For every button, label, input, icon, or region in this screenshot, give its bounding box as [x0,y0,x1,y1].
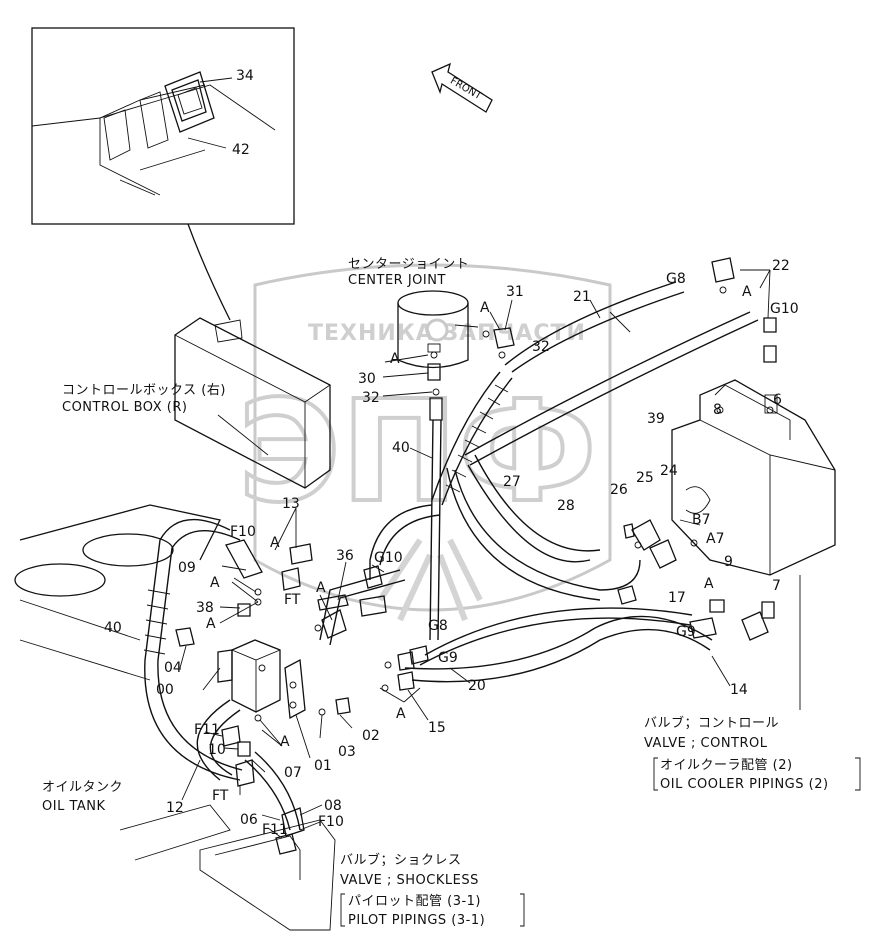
callout-A7: A7 [706,531,724,547]
valve-control-jp: バルブ；コントロール [644,715,779,731]
callout-25: 25 [636,470,654,486]
callout-F11b: F11 [262,822,288,838]
callout-FT-b: FT [212,788,229,804]
callout-B7: B7 [692,512,711,528]
callout-30: 30 [358,371,376,387]
callout-G10-mid: G10 [374,550,403,566]
callout-A-01: A [280,734,290,750]
callout-24: 24 [660,463,678,479]
callout-17: 17 [668,590,686,606]
callout-08: 08 [324,798,342,814]
callout-21: 21 [573,289,591,305]
callout-13: 13 [282,496,300,512]
callout-15: 15 [428,720,446,736]
control-box-jp: コントロールボックス (右) [62,383,226,398]
control-valve [671,379,836,710]
callout-F10a: F10 [230,524,256,540]
callout-22: 22 [772,258,790,274]
pilot-jp: パイロット配管 (3-1) [348,894,481,909]
callout-F10b: F10 [318,814,344,830]
callout-8: 8 [713,402,722,418]
callout-27: 27 [503,474,521,490]
rocker-switch-icon [164,71,215,133]
callout-34: 34 [236,68,254,84]
center-joint-en: CENTER JOINT [348,273,446,288]
callout-03: 03 [338,744,356,760]
callout-FT-a: FT [284,592,301,608]
callout-A-36: A [316,580,326,596]
callout-G10-top: G10 [770,301,799,317]
fittings-right [617,257,777,641]
watermark: ТЕХНИКА ЗАПЧАСТИ ЭПФ [236,263,612,622]
oil-tank-en: OIL TANK [42,799,106,814]
center-joint-jp: センタージョイント [348,257,469,272]
callout-01: 01 [314,758,332,774]
control-switch-inset: 34 42 [31,27,295,321]
callout-09: 09 [178,560,196,576]
hoses [319,281,759,683]
control-box [174,317,331,489]
fittings-30-32 [382,299,515,421]
callout-G8-mid: G8 [428,618,448,634]
callout-G9-mid: G9 [438,650,458,666]
callout-07: 07 [284,765,302,781]
oil-cooler-jp: オイルクーラ配管 (2) [660,758,793,773]
shockless-valve-block [175,539,429,931]
callout-40b: 40 [104,620,122,636]
callout-00: 00 [156,682,174,698]
callout-A-30: A [390,351,400,367]
callout-12: 12 [166,800,184,816]
oil-cooler-en: OIL COOLER PIPINGS (2) [660,777,829,792]
callout-A-31: A [480,300,490,316]
callout-32b: 32 [362,390,380,406]
callout-A-09: A [210,575,220,591]
callout-31: 31 [506,284,524,300]
callout-A-9: A [704,576,714,592]
front-arrow: FRONT [431,62,493,113]
leader-lines-left [179,507,471,839]
callout-04: 04 [164,660,182,676]
shockless-en: VALVE ; SHOCKLESS [340,873,479,888]
callout-39: 39 [647,411,665,427]
callout-28: 28 [557,498,575,514]
callout-38: 38 [196,600,214,616]
callout-A-13: A [270,535,280,551]
oil-tank-jp: オイルタンク [42,780,123,795]
control-box-en: CONTROL BOX (R) [62,400,187,415]
callout-6: 6 [773,392,782,408]
pilot-en: PILOT PIPINGS (3-1) [348,913,485,928]
callout-A-38: A [206,616,216,632]
callout-40a: 40 [392,440,410,456]
callout-14: 14 [730,682,748,698]
callout-20: 20 [468,678,486,694]
callout-F11a: F11 [194,722,220,738]
callout-7: 7 [772,578,781,594]
valve-control-en: VALVE ; CONTROL [644,736,768,751]
callout-9: 9 [724,554,733,570]
shockless-jp: バルブ；ショクレス [340,852,462,868]
callout-36: 36 [336,548,354,564]
callout-A-15: A [396,706,406,722]
callout-26: 26 [610,482,628,498]
center-joint [397,290,479,369]
callout-42: 42 [232,142,250,158]
callout-10: 10 [208,742,226,758]
callout-A-22: A [742,284,752,300]
oil-tank [14,504,231,861]
callout-G9-right: G9 [676,624,696,640]
callout-G8-top: G8 [666,271,686,287]
callout-06: 06 [240,812,258,828]
callout-02: 02 [362,728,380,744]
left-hoses [143,518,301,831]
